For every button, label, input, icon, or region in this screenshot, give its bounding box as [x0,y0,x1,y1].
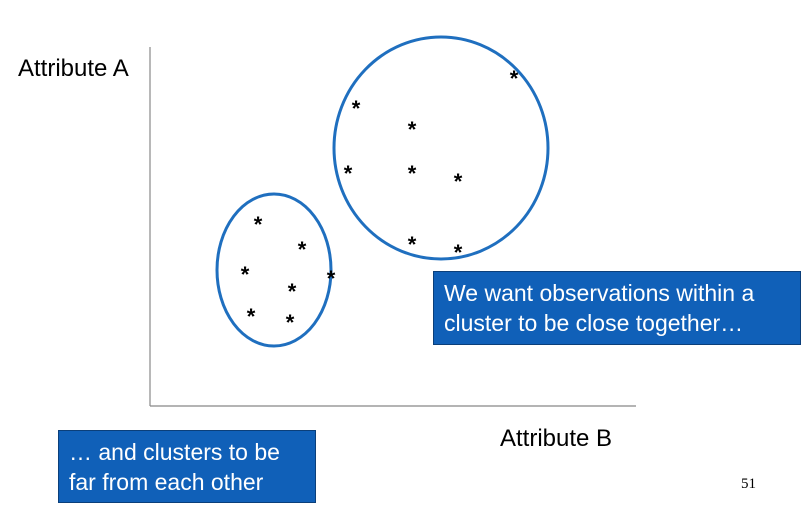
observation-marker: * [408,161,417,186]
observation-marker: * [454,169,463,194]
y-axis-label: Attribute A [18,55,129,82]
cluster-small-boundary [215,192,333,348]
cluster-large-boundary [332,35,550,261]
observation-marker: * [408,117,417,142]
observation-marker: * [288,279,297,304]
observation-marker: * [454,240,463,265]
observation-marker: * [254,212,263,237]
observation-marker: * [510,66,519,91]
observation-marker: * [327,266,336,291]
observation-marker: * [344,161,353,186]
x-axis-label: Attribute B [500,425,613,452]
cluster-small-points: * * * * * * * [241,212,336,335]
observation-marker: * [286,310,295,335]
cluster-large-points: * * * * * * * * [344,66,519,265]
observation-marker: * [408,232,417,257]
callout-between-clusters: … and clusters to be far from each other [58,430,316,503]
observation-marker: * [352,96,361,121]
observation-marker: * [247,304,256,329]
observation-marker: * [298,237,307,262]
observation-marker: * [241,262,250,287]
callout-within-cluster: We want observations within a cluster to… [433,271,801,345]
page-number: 51 [741,476,756,492]
